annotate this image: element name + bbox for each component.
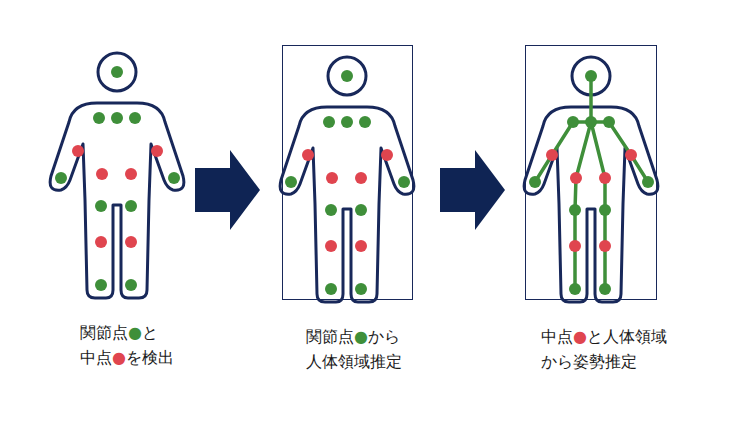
figure-region (280, 57, 414, 302)
caption-text: 関節点●と 中点●を検出 (80, 320, 192, 370)
dot-marker: ● (354, 327, 368, 346)
dot-marker: ● (573, 327, 587, 346)
region-box: 関節点●から 人体領域推定 (282, 45, 413, 300)
panel-area: 関節点●と 中点●を検出 (45, 45, 191, 300)
caption-part: を検出 (126, 348, 174, 367)
keypoints (285, 70, 410, 295)
human-figure (524, 57, 658, 302)
connector-layer (195, 150, 505, 230)
dot-marker: ● (112, 348, 126, 367)
figure-pose (524, 57, 658, 302)
skeleton-lines (535, 76, 648, 289)
region-box: 中点●と人体領域 から姿勢推定 (525, 45, 657, 300)
keypoints (529, 70, 654, 295)
caption-part: 関節点 (80, 323, 128, 342)
block-arrow (195, 150, 260, 230)
figure-detect (50, 53, 184, 298)
human-figure (280, 57, 414, 302)
human-figure (50, 53, 184, 298)
caption-text: 中点●と人体領域 から姿勢推定 (541, 324, 693, 374)
caption-text: 関節点●から 人体領域推定 (306, 324, 418, 374)
dot-marker: ● (128, 323, 142, 342)
block-arrow (440, 150, 505, 230)
caption-part: 中点 (541, 327, 573, 346)
caption-part: 関節点 (306, 327, 354, 346)
keypoints (55, 66, 180, 291)
